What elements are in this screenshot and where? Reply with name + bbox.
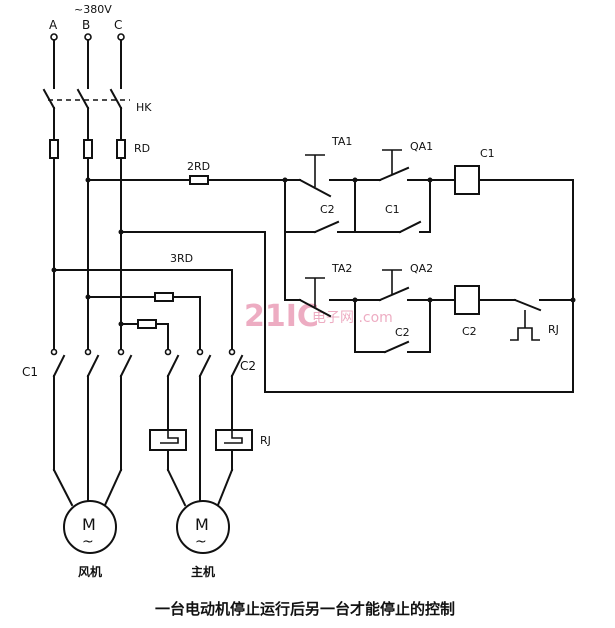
- contactor-contacts: [50, 348, 244, 501]
- supply-voltage-label: ~380V: [74, 3, 112, 16]
- watermark: 21IC 电子网 .com: [244, 299, 393, 334]
- c2-aux2-label: C2: [395, 326, 410, 339]
- phase-c-label: C: [114, 18, 122, 32]
- c2-coil-label: C2: [462, 325, 477, 338]
- c1-coil-label: C1: [480, 147, 495, 160]
- motor-main-symbol: M: [195, 515, 209, 534]
- ta1-label: TA1: [331, 135, 352, 148]
- rd-fuse-label: RD: [134, 142, 150, 155]
- watermark-brand: 21IC: [244, 299, 319, 334]
- thermal-relay: [149, 429, 253, 471]
- c1-aux-label: C1: [385, 203, 400, 216]
- phase-b-label: B: [82, 18, 90, 32]
- rj-relay-label: RJ: [260, 434, 271, 447]
- qa2-label: QA2: [410, 262, 433, 275]
- c2-aux-label: C2: [320, 203, 335, 216]
- motor-fan-label: 风机: [78, 564, 102, 579]
- motor-main-ac: ~: [195, 534, 207, 550]
- motor-fan-symbol: M: [82, 515, 96, 534]
- ta2-label: TA2: [331, 262, 352, 275]
- phase-a-label: A: [49, 18, 58, 32]
- main-motor-feeds: [51, 267, 233, 351]
- qa1-label: QA1: [410, 140, 433, 153]
- motor-fan: M ~: [52, 468, 123, 554]
- fuse-3rd-label: 3RD: [170, 252, 193, 265]
- c2-main-label: C2: [240, 359, 256, 373]
- rj-contact-label: RJ: [548, 323, 559, 336]
- motor-fan-ac: ~: [82, 534, 94, 550]
- hk-switch-label: HK: [136, 101, 152, 114]
- control-circuit: [85, 149, 576, 393]
- watermark-domain: 电子网 .com: [312, 310, 393, 326]
- fuse-2rd-label: 2RD: [187, 160, 210, 173]
- phase-lines: [42, 39, 130, 351]
- diagram-caption: 一台电动机停止运行后另一台才能停止的控制: [155, 600, 455, 618]
- motor-main: M ~: [166, 468, 234, 554]
- motor-main-label: 主机: [191, 564, 215, 579]
- c1-main-label: C1: [22, 365, 38, 379]
